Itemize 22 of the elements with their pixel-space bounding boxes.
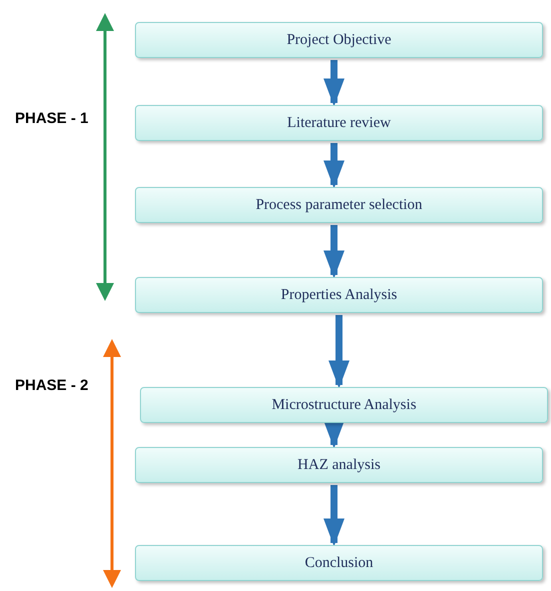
process-box [135,545,543,581]
box-label: Properties Analysis [280,286,398,305]
arrow [324,225,344,278]
process-box [135,187,543,223]
box-label: Process parameter selection [256,196,422,215]
box-label: Literature review [287,114,391,133]
process-box [135,105,543,141]
box-label: Project Objective [286,30,392,50]
phase-label: PHASE - 1 [15,109,88,129]
phase-label: PHASE - 2 [15,376,88,396]
process-box [135,277,543,313]
process-box [140,387,548,423]
arrow [324,60,344,106]
process-box [135,22,543,58]
process-box [135,447,543,483]
arrow [324,485,344,546]
box-label: HAZ analysis [298,456,380,475]
arrow [324,143,344,188]
box-label: Conclusion [304,554,374,573]
arrow [324,420,344,448]
arrow [328,315,350,388]
box-label: Microstructure Analysis [272,396,416,415]
